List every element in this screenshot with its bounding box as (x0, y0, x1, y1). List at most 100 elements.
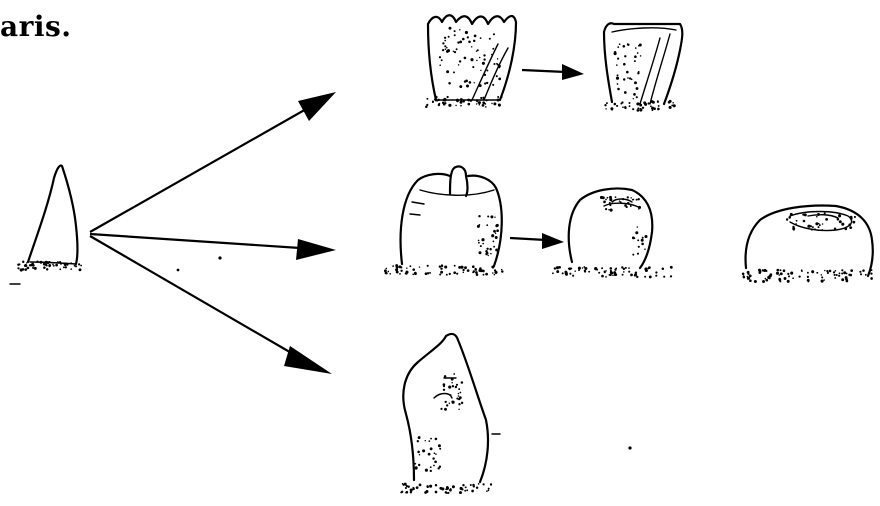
stipple-dot (495, 236, 498, 239)
stipple-dot (463, 272, 465, 274)
stipple-dot (615, 196, 617, 198)
stipple-dot (749, 279, 752, 282)
stipple-dot (565, 273, 568, 276)
stipple-dot (606, 102, 608, 104)
stipple-dot (854, 216, 856, 218)
stipple-dot (476, 60, 478, 62)
stipple-dot (603, 201, 606, 204)
stipple-dot (827, 272, 829, 274)
stipple-dot (439, 64, 441, 66)
stipple-dot (609, 274, 611, 276)
stipple-dot (578, 267, 581, 270)
stipple-dot (605, 199, 607, 201)
stipple-dot (834, 277, 836, 279)
stipple-dot (493, 33, 495, 35)
stipple-dot (633, 98, 634, 99)
stipple-dot (459, 41, 462, 44)
stipple-dot (472, 66, 474, 68)
stipple-dot (479, 224, 481, 226)
stipple-dot (425, 469, 428, 472)
stipple-dot (439, 448, 441, 450)
flattened-disc-icon (742, 206, 873, 283)
stipple-dot (454, 265, 456, 267)
stipple-dot (60, 263, 62, 265)
stipple-dot (461, 100, 463, 102)
stipple-dot (494, 274, 496, 276)
stipple-dot (776, 269, 779, 272)
stipple-dot (454, 51, 456, 53)
stipple-dot (438, 99, 440, 101)
stipple-dot (765, 278, 767, 280)
stipple-dot (608, 209, 609, 210)
stipple-dot (626, 206, 628, 208)
stipple-dot (435, 438, 438, 441)
stipple-dot (399, 273, 401, 275)
stipple-dot (467, 269, 470, 272)
stipple-dot (491, 265, 494, 268)
stipple-dot (637, 226, 639, 228)
stipple-dot (614, 52, 617, 55)
stipple-dot (786, 218, 788, 220)
stipple-dot (460, 392, 462, 394)
stipple-dot (787, 273, 789, 275)
stipple-dot (482, 243, 484, 245)
stipple-dot (479, 84, 482, 87)
stipple-dot (483, 483, 485, 485)
stipple-dot (780, 272, 783, 275)
stipple-dot (458, 64, 460, 66)
stipple-dot (630, 206, 632, 208)
stipple-dot (623, 63, 626, 66)
stipple-dot (496, 63, 498, 65)
stipple-dot (410, 491, 412, 493)
stipple-dot (456, 384, 458, 386)
stipple-dot (453, 373, 455, 375)
stipple-dot (609, 202, 611, 204)
stipple-dot (430, 438, 432, 440)
stipple-dot (45, 264, 47, 266)
stipple-dot (453, 71, 455, 73)
stipple-dot (427, 272, 429, 274)
ground-speckle (425, 96, 503, 108)
stipple-dot (472, 265, 475, 268)
stipple-dot (453, 271, 456, 274)
stipple-dot (26, 262, 27, 263)
stipple-dot (487, 255, 488, 256)
stipple-dot (658, 105, 660, 107)
stipple-dot (493, 241, 495, 243)
stipple-dot (614, 103, 617, 106)
stipple-dot (489, 38, 491, 40)
stipple-dot (406, 271, 408, 273)
stipple-dot (642, 107, 644, 109)
stipple-dot (400, 491, 402, 493)
stipple-dot (463, 100, 465, 102)
stipple-dot (824, 212, 826, 214)
ground-speckle (17, 261, 82, 272)
stipple-dot (630, 197, 631, 198)
stipple-dot (605, 276, 607, 278)
stipple-dot (843, 271, 846, 274)
stipple-dot (611, 109, 613, 111)
stipple-dot (476, 486, 478, 488)
stipple-dot (621, 266, 623, 268)
stipple-dot (478, 240, 480, 242)
stipple-dot (617, 58, 619, 60)
stipple-dot (456, 48, 458, 50)
stipple-dot (491, 103, 492, 104)
stipple-dot (628, 267, 630, 269)
stipple-dot (583, 266, 585, 268)
stipple-dot (480, 37, 482, 39)
stipple-dot (479, 57, 481, 59)
stipple-dot (446, 274, 448, 276)
stipple-dot (445, 401, 447, 403)
narrow-cup-form-icon (604, 23, 682, 111)
stipple-dot (488, 490, 490, 492)
stipple-dot (624, 91, 627, 94)
spike-lower-stipple (414, 436, 441, 472)
stipple-dot (584, 270, 586, 272)
stipple-dot (476, 103, 477, 104)
stipple-dot (637, 52, 639, 54)
stipple-dot (392, 265, 394, 267)
stipple-dot (850, 269, 853, 272)
stipple-dot (494, 271, 497, 274)
stipple-dot (449, 489, 452, 492)
